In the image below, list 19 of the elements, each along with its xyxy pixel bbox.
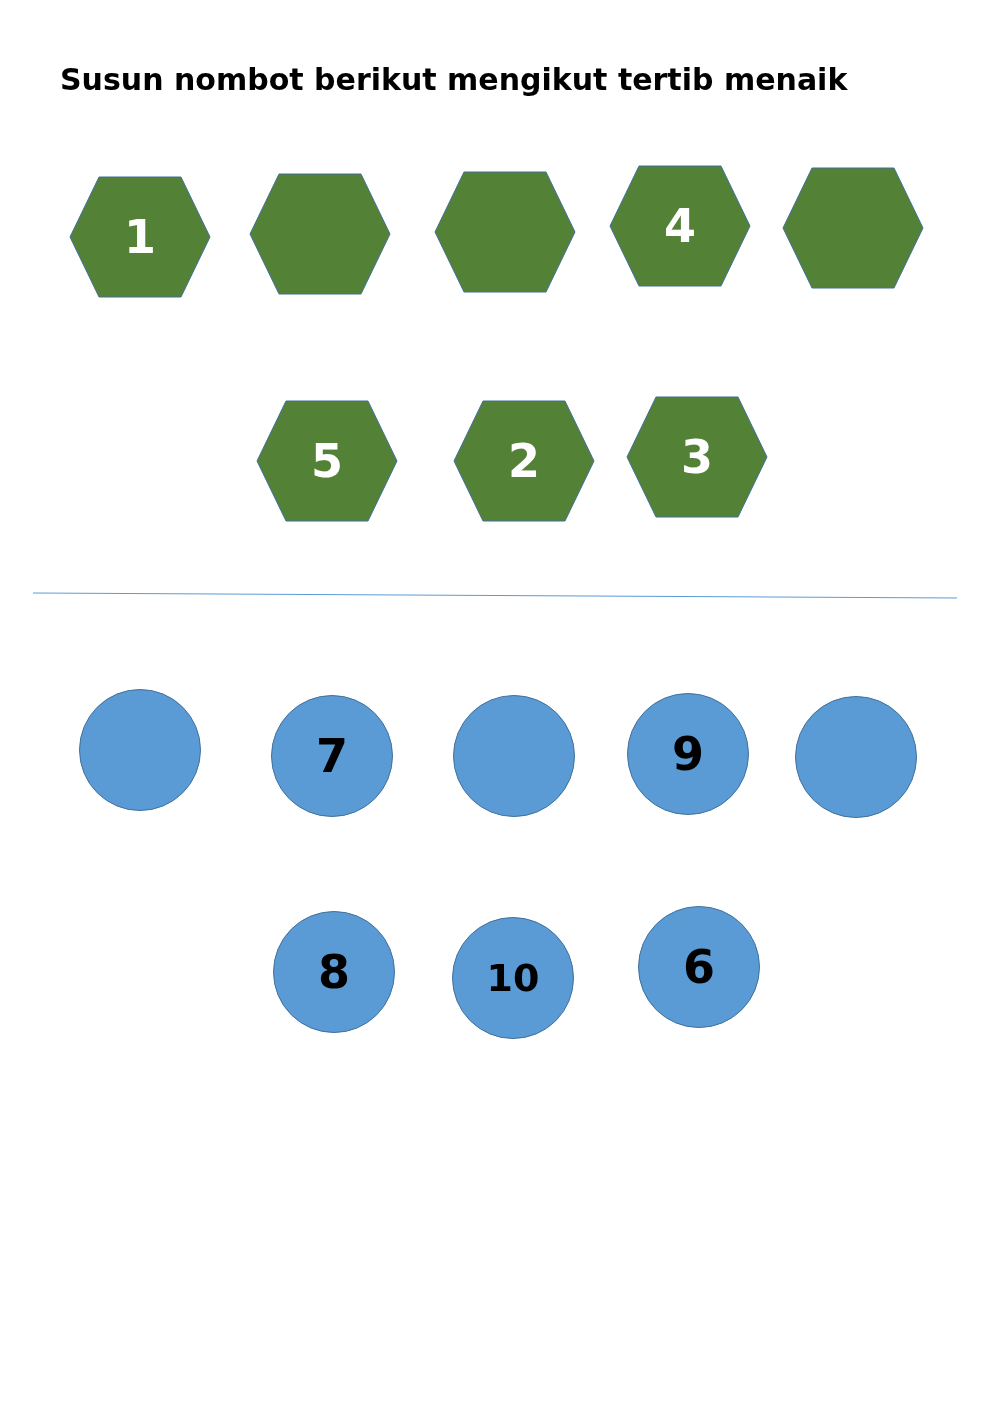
number-label: 1 bbox=[124, 214, 156, 260]
number-label: 6 bbox=[683, 944, 715, 990]
number-hexagon bbox=[782, 167, 924, 289]
number-label: 5 bbox=[311, 438, 343, 484]
number-label: 2 bbox=[508, 438, 540, 484]
number-hexagon bbox=[249, 173, 391, 295]
number-hexagon bbox=[256, 400, 398, 522]
number-hexagon bbox=[626, 396, 768, 518]
number-label: 9 bbox=[672, 731, 704, 777]
number-hexagon bbox=[609, 165, 751, 287]
number-label: 10 bbox=[486, 959, 540, 997]
number-hexagon bbox=[434, 171, 576, 293]
number-hexagon bbox=[69, 176, 211, 298]
number-label: 4 bbox=[664, 203, 696, 249]
number-label: 3 bbox=[681, 434, 713, 480]
number-label: 8 bbox=[318, 949, 350, 995]
number-hexagon bbox=[453, 400, 595, 522]
worksheet-title: Susun nombot berikut mengikut tertib menaik bbox=[60, 62, 848, 97]
number-label: 7 bbox=[316, 733, 348, 779]
